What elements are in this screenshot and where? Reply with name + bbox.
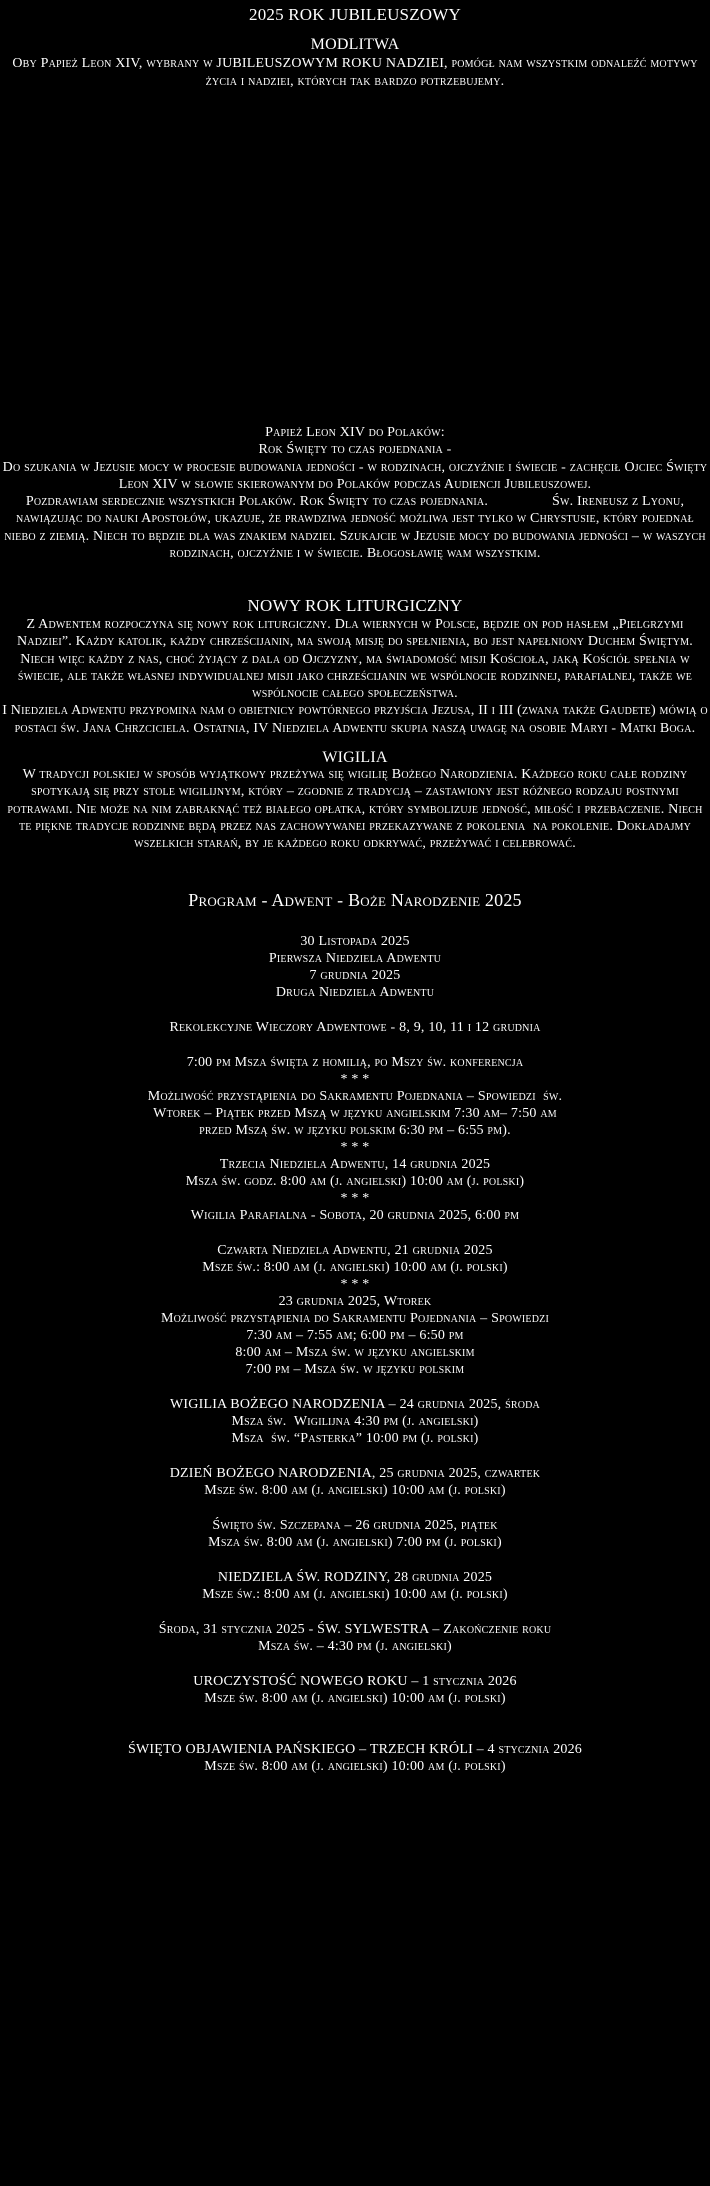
program-line: Msza św. godz. 8:00 am (j. angielski) 10… [185,1174,525,1189]
program-line: 7:30 am – 7:55 am; 6:00 pm – 6:50 pm [246,1328,464,1343]
program-line: Święto św. Szczepana – 26 grudnia 2025, … [212,1518,498,1533]
nowy-rok-paragraph-2: I Niedziela Adwentu przypomina nam o obi… [2,703,708,736]
program-line: Msze św. 8:00 am (j. angielski) 10:00 am… [204,1483,506,1498]
program-line: Trzecia Niedziela Adwentu, 14 grudnia 20… [219,1157,491,1172]
program-block: DZIEŃ BOŻEGO NARODZENIA, 25 grudnia 2025… [0,1465,710,1499]
program-line: Msza św. 8:00 am (j. angielski) 7:00 pm … [208,1535,502,1550]
wigilia-section: WIGILIA W tradycji polskiej w sposób wyj… [0,750,710,852]
program-line: Msze św. 8:00 am (j. angielski) 10:00 am… [204,1759,506,1774]
program-line: 30 Listopada 2025 [300,934,410,949]
program-line: Pierwsza Niedziela Adwentu [268,951,442,966]
program-line: ŚWIĘTO OBJAWIENIA PAŃSKIEGO – TRZECH KRÓ… [127,1742,582,1757]
program-block: Święto św. Szczepana – 26 grudnia 2025, … [0,1517,710,1551]
program-block: Rekolekcyjne Wieczory Adwentowe - 8, 9, … [0,1019,710,1036]
papiez-intro-line-1: Papież Leon XIV do Polaków: [265,425,445,440]
program-line: Możliwość przystąpienia do Sakramentu Po… [147,1089,563,1104]
nowy-rok-section: NOWY ROK LITURGICZNY Z Adwentem rozpoczy… [0,596,710,737]
program-line: Msza św. “Pasterka” 10:00 pm (j. polski) [231,1431,479,1446]
program-block: UROCZYSTOŚĆ NOWEGO ROKU – 1 stycznia 202… [0,1673,710,1707]
program-line: Msze św.: 8:00 am (j. angielski) 10:00 a… [202,1260,508,1275]
program-line: 7:00 pm Msza święta z homilią, po Mszy ś… [186,1055,524,1070]
program-line: Druga Niedziela Adwentu [275,985,435,1000]
program-line: * * * [340,1191,370,1206]
program-line: UROCZYSTOŚĆ NOWEGO ROKU – 1 stycznia 202… [193,1674,517,1689]
program-line: DZIEŃ BOŻEGO NARODZENIA, 25 grudnia 2025… [169,1466,541,1481]
program-section: Program - Adwent - Boże Narodzenie 2025 … [0,889,710,1775]
program-line: Środa, 31 stycznia 2025 - ŚW. SYLWESTRA … [158,1622,552,1637]
program-line: Możliwość przystąpienia do Sakramentu Po… [160,1311,549,1326]
program-block: WIGILIA BOŻEGO NARODZENIA – 24 grudnia 2… [0,1396,710,1447]
program-line: Msza św. – 4:30 pm (j. angielski) [258,1639,452,1654]
wigilia-paragraph: W tradycji polskiej w sposób wyjątkowy p… [7,767,703,852]
modlitwa-heading: MODLITWA [310,36,400,53]
nowy-rok-paragraph-1: Z Adwentem rozpoczyna się nowy rok litur… [17,617,693,702]
program-block: Czwarta Niedziela Adwentu, 21 grudnia 20… [0,1242,710,1378]
program-title: Program - Adwent - Boże Narodzenie 2025 [188,890,522,910]
program-line: Msze św. 8:00 am (j. angielski) 10:00 am… [204,1691,506,1706]
page-title: 2025 ROK JUBILEUSZOWY [249,5,461,24]
papiez-paragraph-1: Do szukania w Jezusie mocy w procesie bu… [2,459,708,492]
program-line: 7:00 pm – Msza św. w języku polskim [245,1362,465,1377]
program-line: WIGILIA BOŻEGO NARODZENIA – 24 grudnia 2… [170,1397,540,1412]
nowy-rok-heading: NOWY ROK LITURGICZNY [247,596,463,615]
program-block: Środa, 31 stycznia 2025 - ŚW. SYLWESTRA … [0,1621,710,1655]
program-line: 23 grudnia 2025, Wtorek [278,1294,432,1309]
papiez-section: Papież Leon XIV do Polaków: Rok Święty t… [0,424,710,562]
papiez-paragraph-2: Pozdrawiam serdecznie wszystkich Polaków… [4,494,706,562]
program-line: Wigilia Parafialna - Sobota, 20 grudnia … [190,1208,520,1223]
program-line: NIEDZIELA ŚW. RODZINY, 28 grudnia 2025 [217,1570,493,1585]
program-line: Czwarta Niedziela Adwentu, 21 grudnia 20… [217,1243,493,1258]
program-line: Rekolekcyjne Wieczory Adwentowe - 8, 9, … [169,1020,541,1035]
program-line: przed Mszą św. w języku polskim 6:30 pm … [199,1123,511,1138]
program-block: 7:00 pm Msza święta z homilią, po Mszy ś… [0,1054,710,1224]
program-line: * * * [340,1140,370,1155]
papiez-intro-line-2: Rok Święty to czas pojednania - [258,442,452,458]
program-line: Msza św. Wigilijna 4:30 pm (j. angielski… [231,1414,479,1429]
wigilia-heading: WIGILIA [322,749,388,766]
program-line: * * * [340,1072,370,1087]
modlitwa-text: Oby Papież Leon XIV, wybrany w JUBILEUSZ… [12,56,698,89]
program-line: 7 grudnia 2025 [309,968,401,983]
jubilee-section: 2025 ROK JUBILEUSZOWY MODLITWA Oby Papie… [0,5,710,90]
program-line: * * * [340,1277,370,1292]
program-line: Wtorek – Piątek przed Mszą w języku angi… [153,1106,557,1121]
program-line: Msze św.: 8:00 am (j. angielski) 10:00 a… [202,1587,508,1602]
program-block: ŚWIĘTO OBJAWIENIA PAŃSKIEGO – TRZECH KRÓ… [0,1741,710,1775]
program-line: 8:00 am – Msza św. w języku angielskim [235,1345,475,1360]
